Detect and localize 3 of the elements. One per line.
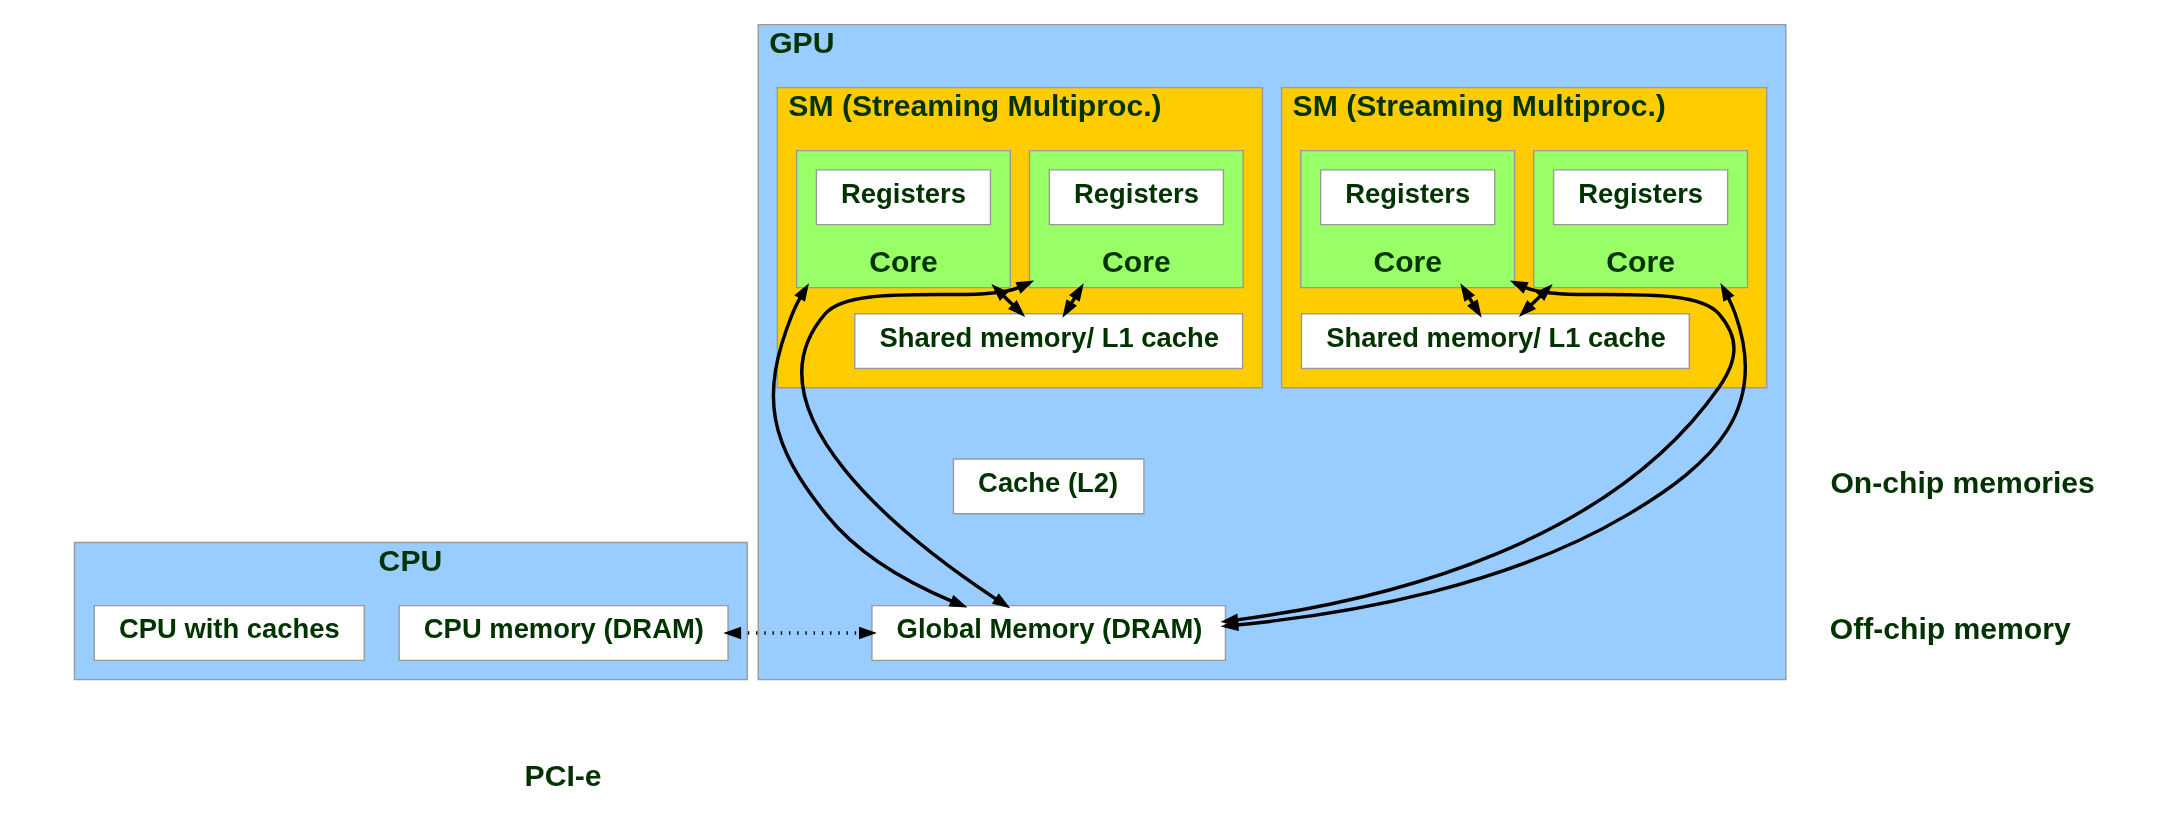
label: Off-chip memory (1829, 612, 2071, 646)
label: PCI-e (524, 758, 602, 792)
label: On-chip memories (1829, 465, 2095, 499)
